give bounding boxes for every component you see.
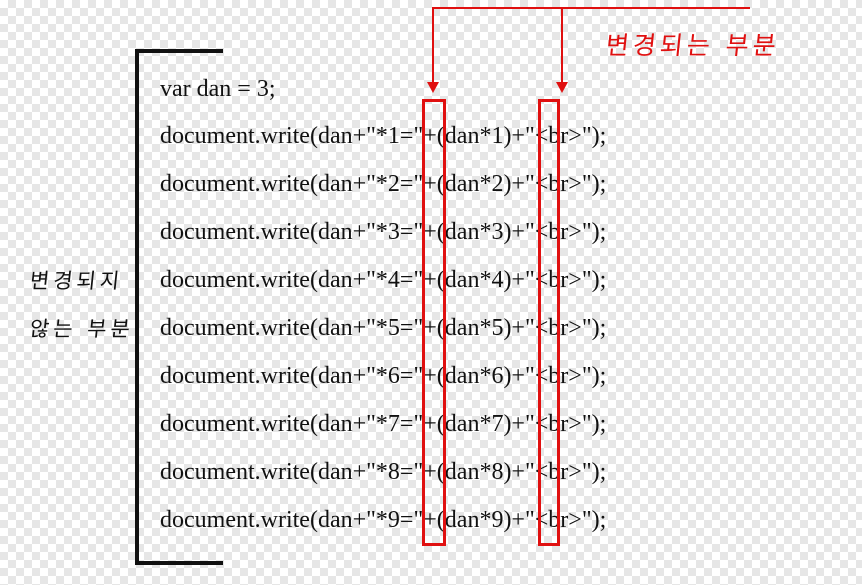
code-line-write-9: document.write(dan+"*9="+(dan*9)+"<br>")… <box>160 507 607 533</box>
arrowhead-left-icon <box>427 82 439 93</box>
code-line-write-7: document.write(dan+"*7="+(dan*7)+"<br>")… <box>160 411 607 437</box>
code-line-write-8: document.write(dan+"*8="+(dan*8)+"<br>")… <box>160 459 607 485</box>
highlight-box-multiplier-expression <box>538 99 560 546</box>
changed-part-label: 변경되는 부분 <box>604 31 782 60</box>
code-line-write-2: document.write(dan+"*2="+(dan*2)+"<br>")… <box>160 171 607 197</box>
arrowhead-right-icon <box>556 82 568 93</box>
code-line-var-dan: var dan = 3; <box>160 76 276 102</box>
code-line-write-3: document.write(dan+"*3="+(dan*3)+"<br>")… <box>160 219 607 245</box>
code-line-write-6: document.write(dan+"*6="+(dan*6)+"<br>")… <box>160 363 607 389</box>
unchanged-part-label-line2: 않는 부분 <box>28 317 136 341</box>
unchanged-part-label-line1: 변경되지 <box>28 269 125 293</box>
code-line-write-5: document.write(dan+"*5="+(dan*5)+"<br>")… <box>160 315 607 341</box>
left-bracket <box>135 49 223 565</box>
code-line-write-4: document.write(dan+"*4="+(dan*4)+"<br>")… <box>160 267 607 293</box>
code-line-write-1: document.write(dan+"*1="+(dan*1)+"<br>")… <box>160 123 607 149</box>
highlight-box-multiplier-string <box>422 99 446 546</box>
